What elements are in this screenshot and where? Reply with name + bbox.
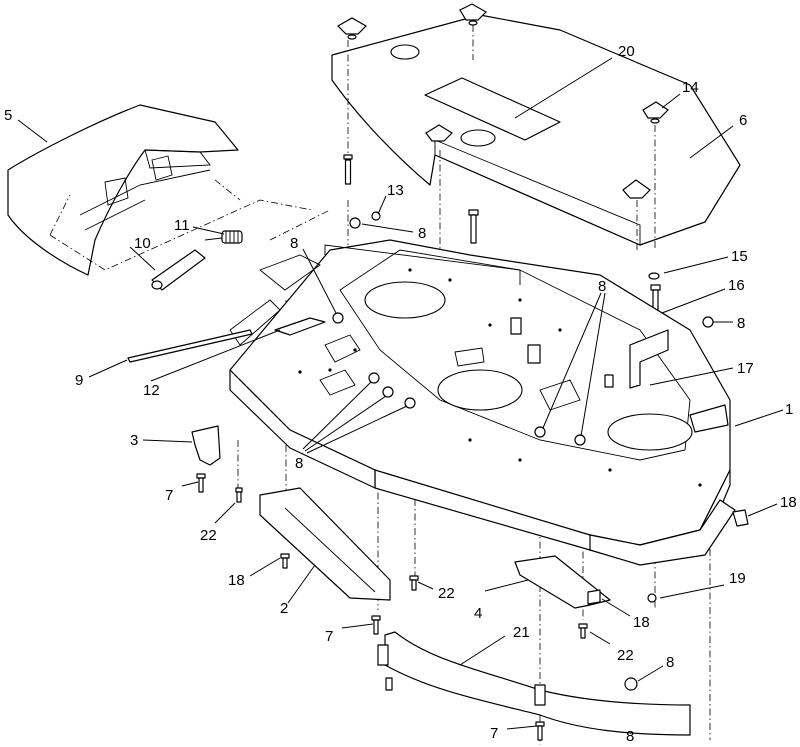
callout-21: 21 [513, 624, 530, 641]
decal [424, 77, 561, 141]
callout-15: 15 [731, 248, 748, 265]
deck-holes [298, 268, 702, 487]
callout-7a: 7 [165, 487, 173, 504]
callout-17: 17 [737, 360, 754, 377]
bolts [196, 473, 749, 741]
idler-arm-roller [151, 249, 206, 291]
callout-22c: 22 [617, 647, 634, 664]
callout-8c: 8 [598, 278, 606, 295]
callout-8g: 8 [626, 728, 634, 745]
knob-5 [622, 179, 651, 199]
callout-11: 11 [174, 217, 190, 234]
callout-8e: 8 [737, 315, 745, 332]
knob-1 [337, 17, 367, 40]
callout-8b: 8 [290, 235, 298, 252]
callout-18b: 18 [228, 572, 245, 589]
front-bracket [259, 487, 391, 601]
idler-spring [204, 230, 243, 244]
pivot-rod [127, 329, 253, 363]
idler-arm [274, 317, 326, 336]
rear-baffle [384, 631, 691, 736]
callout-13: 13 [387, 182, 404, 199]
callout-19: 19 [729, 570, 746, 587]
callout-1: 1 [785, 401, 793, 418]
spring-bracket [629, 329, 669, 389]
washer [648, 272, 660, 280]
callout-14: 14 [682, 79, 699, 96]
callout-18c: 18 [633, 614, 650, 631]
callout-6: 6 [739, 112, 747, 129]
callout-8f: 8 [666, 654, 674, 671]
callout-22a: 22 [200, 527, 217, 544]
callout-12: 12 [143, 382, 160, 399]
callout-3: 3 [130, 432, 138, 449]
callout-18a: 18 [780, 494, 797, 511]
callout-16: 16 [728, 277, 745, 294]
callout-22b: 22 [438, 585, 455, 602]
flange-nuts [332, 211, 714, 691]
callout-8d: 8 [295, 455, 303, 472]
callout-labels: 1 2 3 4 5 6 7 7 7 8 8 8 8 8 8 8 9 10 11 … [4, 43, 797, 745]
callout-20: 20 [618, 43, 635, 60]
callout-4: 4 [474, 605, 482, 622]
side-bracket [191, 425, 221, 466]
callout-7c: 7 [490, 725, 498, 742]
knob-3 [642, 101, 669, 124]
leader-lines [17, 57, 784, 730]
callout-7b: 7 [325, 628, 333, 645]
callout-2: 2 [280, 600, 288, 617]
callout-9: 9 [75, 372, 83, 389]
belt-cover-shield [7, 104, 331, 276]
callout-5: 5 [4, 107, 12, 124]
baffle-bracket [514, 555, 611, 609]
callout-8a: 8 [418, 225, 426, 242]
mower-deck [229, 239, 736, 566]
callout-10: 10 [134, 235, 151, 252]
knob-4 [425, 124, 453, 142]
